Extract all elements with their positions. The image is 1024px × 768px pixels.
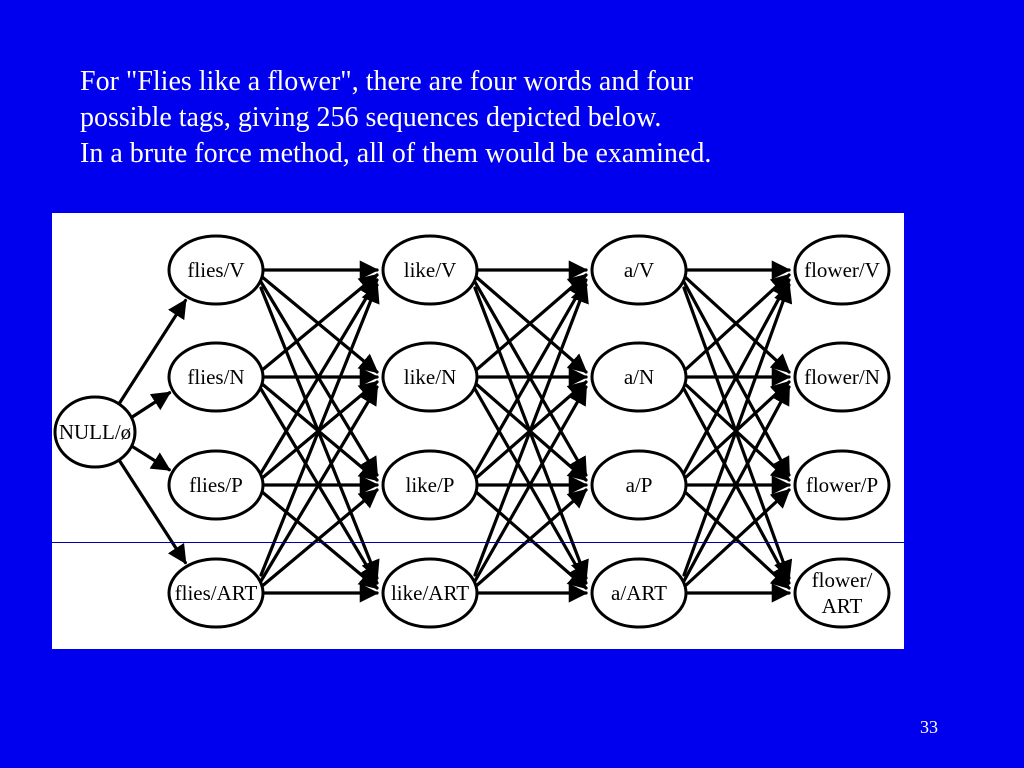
horizontal-rule — [52, 542, 904, 543]
node-a-p: a/P — [590, 449, 688, 521]
node-label: flower/P — [806, 473, 878, 497]
node-flies-art: flies/ART — [167, 557, 265, 629]
transition-arrows — [117, 260, 793, 603]
node-ellipse — [381, 234, 479, 306]
node-label: like/ART — [391, 581, 469, 605]
arrow-flies-art-to-like-n — [259, 385, 379, 583]
arrow-a-n-to-flower-v — [682, 273, 791, 373]
node-label: flies/V — [187, 258, 244, 282]
node-like-v: like/V — [381, 234, 479, 306]
node-label: a/ART — [611, 581, 667, 605]
node-a-n: a/N — [590, 341, 688, 413]
node-ellipse — [167, 557, 265, 629]
node-label: flower/N — [804, 365, 880, 389]
node-a-v: a/V — [590, 234, 688, 306]
arrow-flies-p-to-like-v — [259, 278, 379, 475]
node-label: a/N — [624, 365, 654, 389]
node-flower-art: flower/ART — [793, 557, 891, 629]
node-flies-p: flies/P — [167, 449, 265, 521]
node-flower-v: flower/V — [793, 234, 891, 306]
arrow-flies-art-to-like-p — [259, 488, 379, 589]
node-ellipse — [53, 395, 137, 469]
node-label: like/P — [405, 473, 454, 497]
node-label: a/P — [626, 473, 653, 497]
node-ellipse — [381, 449, 479, 521]
arrow-start-to-flies-n — [129, 391, 172, 420]
node-label: flies/N — [187, 365, 244, 389]
caption-line-3: In a brute force method, all of them wou… — [80, 138, 712, 169]
arrow-a-art-to-flower-n — [682, 385, 791, 583]
tag-sequence-diagram: NULL/ø flies/V flies/N flies/P flies/ART like… — [52, 213, 904, 649]
node-ellipse — [381, 341, 479, 413]
tag-nodes: NULL/ø flies/V flies/N flies/P flies/ART like… — [53, 234, 891, 629]
node-like-p: like/P — [381, 449, 479, 521]
node-label: NULL/ø — [59, 420, 131, 444]
node-flower-p: flower/P — [793, 449, 891, 521]
node-label: flies/ART — [175, 581, 258, 605]
node-label: like/V — [404, 258, 457, 282]
node-ellipse — [381, 557, 479, 629]
node-label: like/N — [404, 365, 457, 389]
node-ellipse — [590, 557, 688, 629]
diagram-canvas: NULL/ø flies/V flies/N flies/P flies/ART like… — [53, 234, 891, 629]
node-label: a/V — [624, 258, 654, 282]
node-label: flies/P — [189, 473, 243, 497]
arrow-like-p-to-a-v — [473, 278, 588, 475]
node-label: flower/ART — [812, 568, 873, 618]
node-like-n: like/N — [381, 341, 479, 413]
node-flower-n: flower/N — [793, 341, 891, 413]
arrow-a-art-to-flower-v — [682, 283, 793, 577]
arrow-like-n-to-a-v — [473, 273, 588, 373]
caption-line-2: possible tags, giving 256 sequences depi… — [80, 102, 662, 133]
node-ellipse — [793, 341, 891, 413]
arrow-flies-art-to-like-v — [259, 283, 380, 577]
node-flies-v: flies/V — [167, 234, 265, 306]
arrow-like-art-to-a-p — [473, 488, 588, 589]
node-label: flower/V — [804, 258, 880, 282]
node-a-art: a/ART — [590, 557, 688, 629]
node-ellipse — [793, 449, 891, 521]
node-ellipse — [793, 557, 891, 629]
arrow-start-to-flies-art — [117, 458, 187, 565]
arrow-a-p-to-flower-v — [682, 278, 791, 475]
arrow-flies-n-to-like-v — [259, 273, 379, 373]
node-ellipse — [590, 234, 688, 306]
node-ellipse — [167, 234, 265, 306]
slide-caption: For "Flies like a flower", there are fou… — [80, 64, 980, 172]
page-number: 33 — [920, 717, 938, 737]
node-ellipse — [167, 341, 265, 413]
arrow-start-to-flies-v — [117, 298, 188, 406]
arrow-a-art-to-flower-p — [682, 488, 791, 589]
node-ellipse — [167, 449, 265, 521]
caption-line-1: For "Flies like a flower", there are fou… — [80, 66, 694, 97]
node-ellipse — [793, 234, 891, 306]
node-null-null: NULL/ø — [53, 395, 137, 469]
node-ellipse — [590, 449, 688, 521]
node-flies-n: flies/N — [167, 341, 265, 413]
arrow-like-art-to-a-v — [473, 283, 589, 577]
node-ellipse — [590, 341, 688, 413]
node-like-art: like/ART — [381, 557, 479, 629]
arrow-like-art-to-a-n — [473, 385, 588, 583]
arrow-start-to-flies-p — [130, 444, 171, 472]
